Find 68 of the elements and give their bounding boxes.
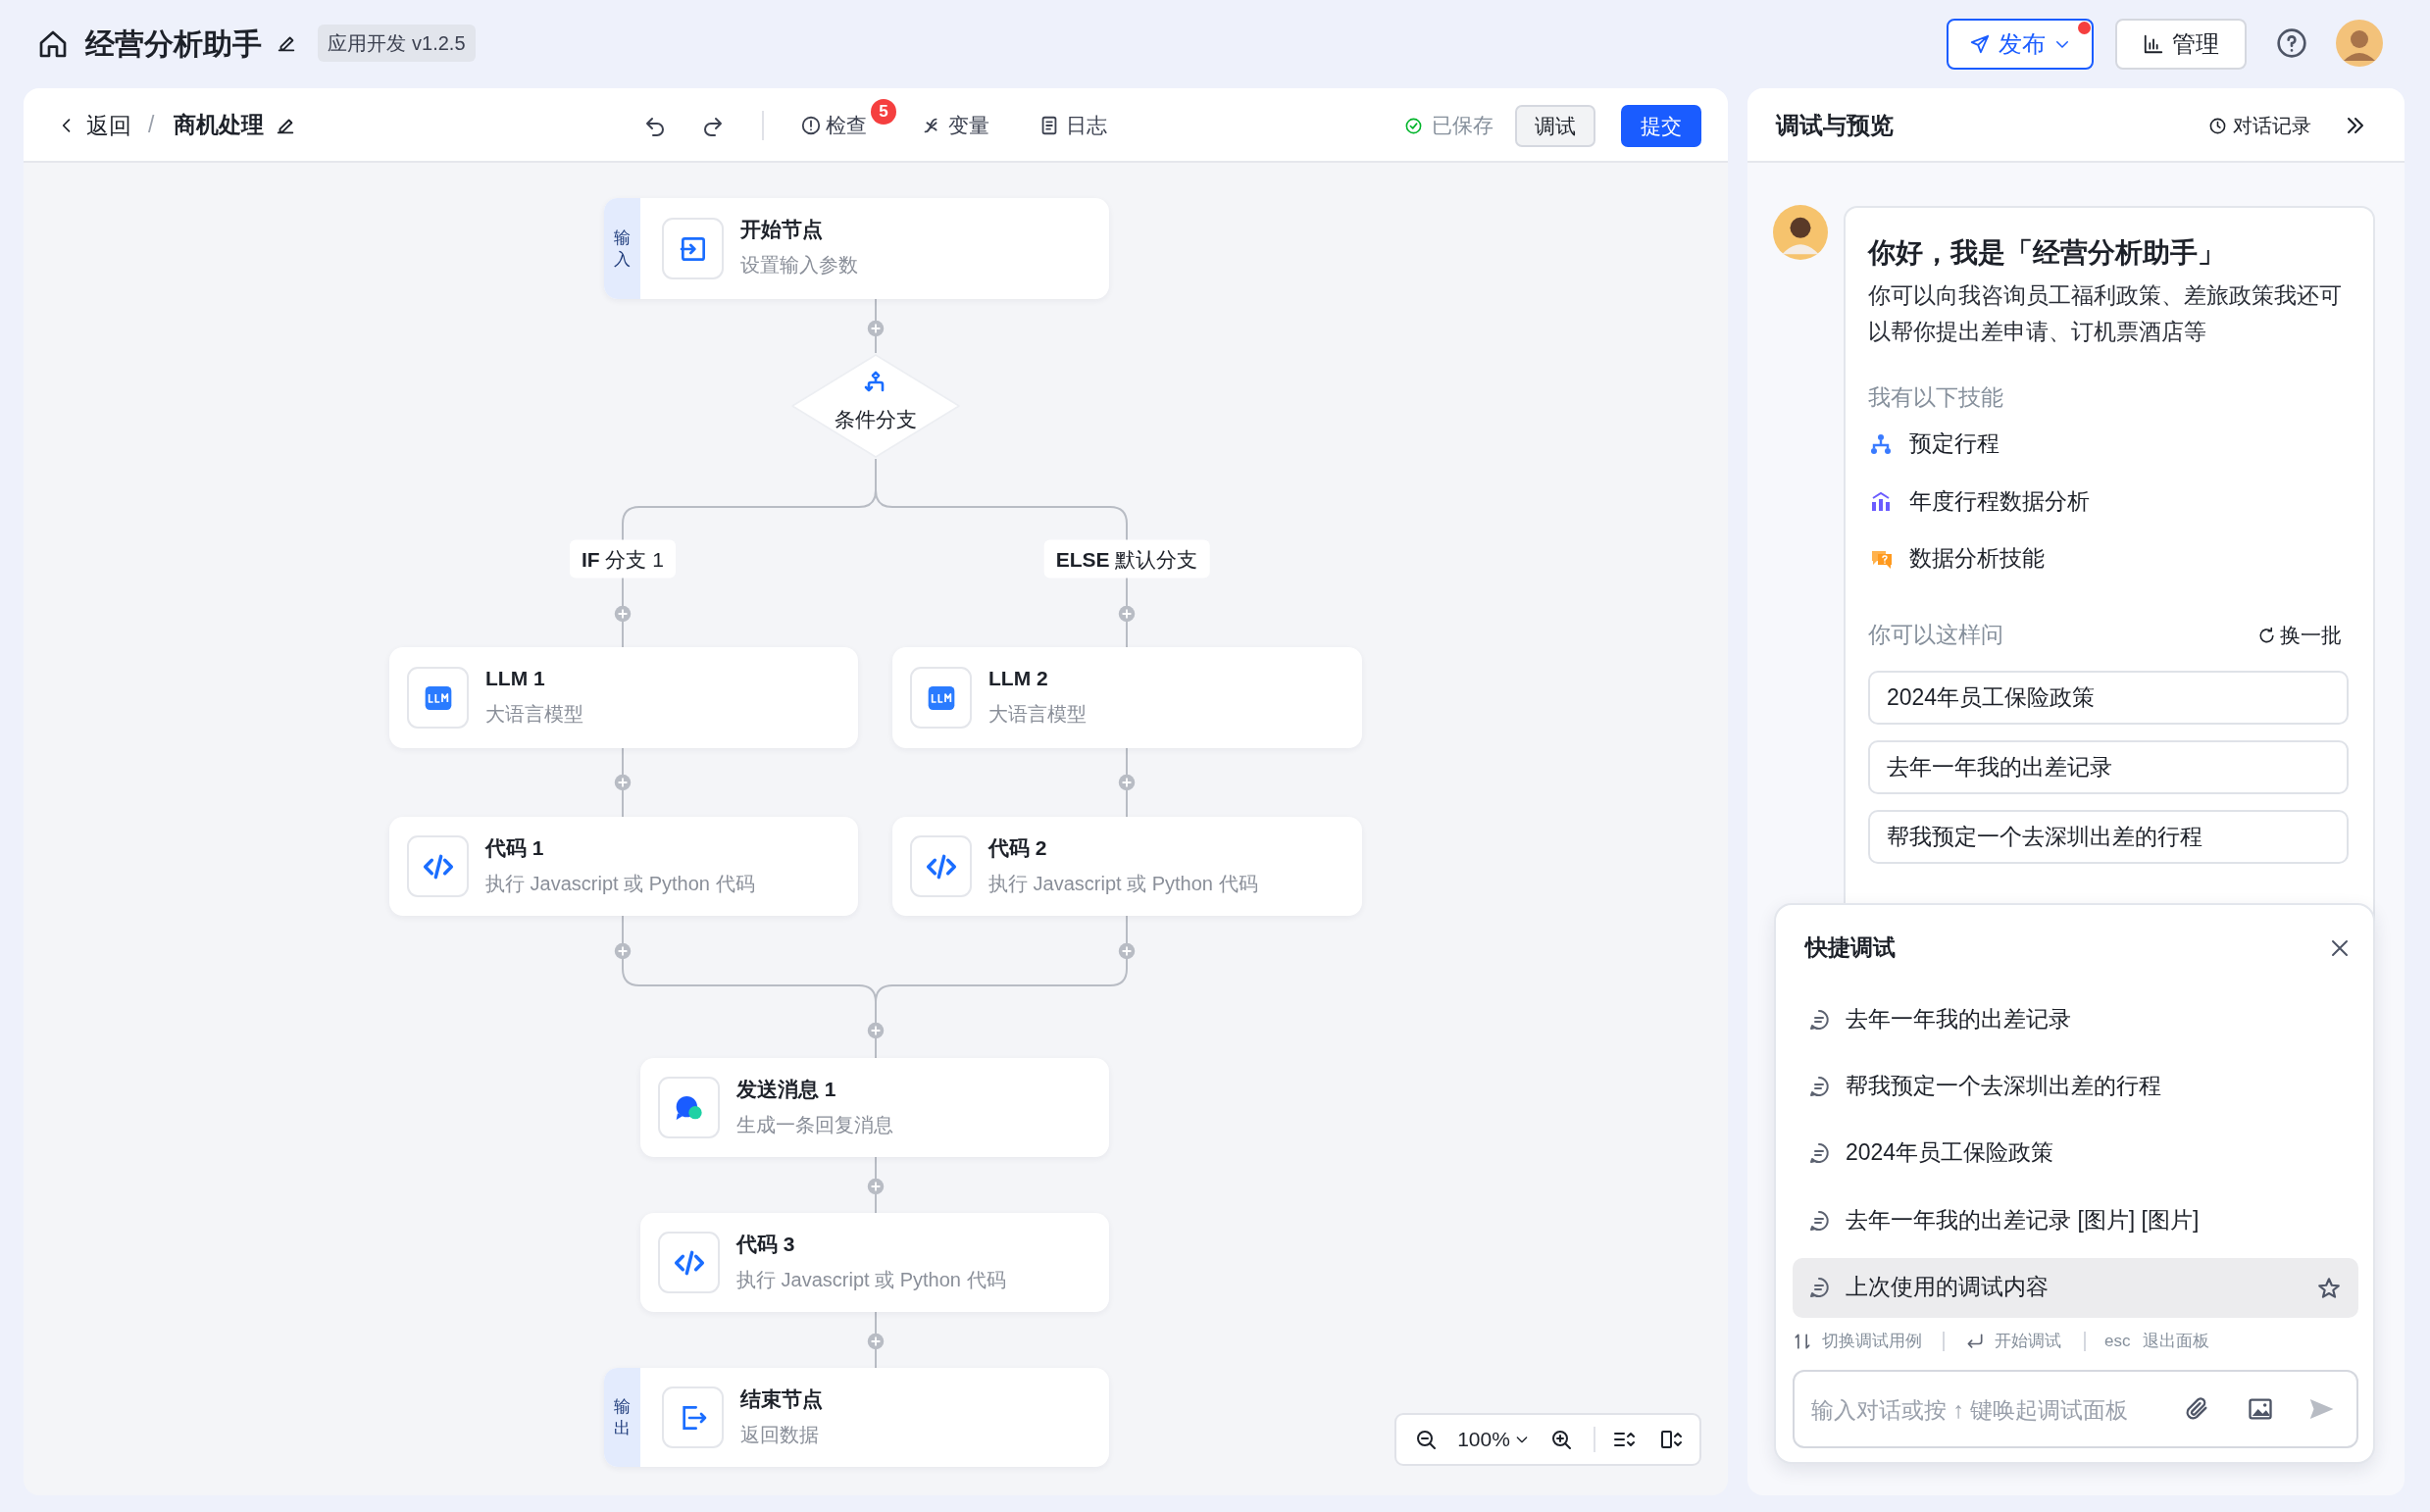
workflow-node-card bbox=[892, 817, 1362, 916]
skill-item: 年度行程数据分析 bbox=[1909, 487, 2090, 517]
debug-button: 调试 bbox=[1515, 105, 1595, 147]
node-title: 开始节点 bbox=[740, 217, 823, 242]
check-button: 检查 bbox=[798, 108, 869, 143]
node-title: 条件分支 bbox=[834, 407, 918, 432]
workflow-node-card bbox=[892, 647, 1362, 748]
history-button: 对话记录 bbox=[2202, 108, 2316, 143]
shortcut-hint: 切换调试用例 bbox=[1822, 1330, 1922, 1352]
branch-label: ELSE 默认分支 bbox=[1043, 539, 1210, 579]
node-title: 发送消息 1 bbox=[736, 1077, 836, 1102]
node-subtitle: 返回数据 bbox=[740, 1423, 819, 1447]
node-subtitle: 大语言模型 bbox=[988, 702, 1087, 727]
port-label: 输出 bbox=[613, 1395, 632, 1439]
quick-debug-item: 去年一年我的出差记录 bbox=[1846, 1005, 2071, 1034]
node-subtitle: 生成一条回复消息 bbox=[736, 1113, 893, 1137]
version-tag: 应用开发 v1.2.5 bbox=[318, 25, 476, 62]
node-subtitle: 大语言模型 bbox=[485, 702, 583, 727]
node-title: 代码 3 bbox=[736, 1232, 795, 1257]
log-button: 日志 bbox=[1034, 108, 1112, 143]
node-subtitle: 执行 Javascript 或 Python 代码 bbox=[736, 1268, 1006, 1292]
variable-button: 变量 bbox=[916, 108, 994, 143]
greeting-text: 你可以向我咨询员工福利政策、差旅政策我还可以帮你提出差申请、订机票酒店等 bbox=[1868, 281, 2343, 346]
back-button: 返回 bbox=[57, 106, 141, 145]
popup-title: 快捷调试 bbox=[1805, 933, 1896, 963]
node-title: LLM 2 bbox=[988, 666, 1048, 691]
quick-debug-item: 上次使用的调试内容 bbox=[1846, 1273, 2049, 1302]
shortcut-hint: 开始调试 bbox=[1995, 1330, 2061, 1352]
node-subtitle: 设置输入参数 bbox=[740, 253, 858, 277]
shortcut-hint: 退出面板 bbox=[2143, 1330, 2209, 1352]
chat-input-field: 输入对话或按 ↑ 键唤起调试面板 bbox=[1793, 1370, 2358, 1448]
workflow-node-card bbox=[640, 1213, 1109, 1312]
suggestion-button: 2024年员工保险政策 bbox=[1868, 671, 2349, 725]
breadcrumb-separator: / bbox=[148, 111, 155, 140]
workflow-node-card bbox=[640, 1058, 1109, 1157]
quick-debug-item: 2024年员工保险政策 bbox=[1846, 1138, 2054, 1168]
workflow-node-card bbox=[604, 1368, 1109, 1467]
greeting-heading: 你好，我是「经营分析助手」 bbox=[1868, 235, 2225, 270]
manage-button: 管理 bbox=[2115, 19, 2247, 70]
node-title: 代码 1 bbox=[485, 835, 544, 861]
suggestion-button: 去年一年我的出差记录 bbox=[1868, 740, 2349, 794]
save-status: 已保存 bbox=[1432, 113, 1493, 139]
node-title: 代码 2 bbox=[988, 835, 1047, 861]
submit-button: 提交 bbox=[1621, 105, 1701, 147]
app-title: 经营分析助手 bbox=[85, 25, 262, 62]
refresh-button: 换一批 bbox=[2252, 620, 2348, 651]
suggestion-button: 帮我预定一个去深圳出差的行程 bbox=[1868, 810, 2349, 864]
node-subtitle: 执行 Javascript 或 Python 代码 bbox=[485, 872, 755, 896]
panel-title: 调试与预览 bbox=[1776, 111, 1894, 141]
branch-label: IF 分支 1 bbox=[570, 539, 676, 579]
quick-debug-item: 去年一年我的出差记录 [图片] [图片] bbox=[1846, 1206, 2200, 1235]
node-subtitle: 执行 Javascript 或 Python 代码 bbox=[988, 872, 1258, 896]
zoom-level-dropdown: 100% bbox=[1451, 1423, 1536, 1456]
node-title: LLM 1 bbox=[485, 666, 545, 691]
skill-item: 数据分析技能 bbox=[1909, 544, 2045, 574]
workflow-node-card bbox=[389, 817, 858, 916]
quick-debug-item: 帮我预定一个去深圳出差的行程 bbox=[1846, 1072, 2161, 1101]
page-title: 商机处理 bbox=[174, 111, 264, 140]
skill-item: 预定行程 bbox=[1909, 429, 2000, 459]
section-heading: 你可以这样问 bbox=[1868, 621, 2003, 650]
section-heading: 我有以下技能 bbox=[1868, 383, 2003, 413]
condition-diamond bbox=[790, 353, 961, 459]
workflow-node-card bbox=[389, 647, 858, 748]
node-title: 结束节点 bbox=[740, 1386, 823, 1412]
port-label: 输入 bbox=[613, 227, 632, 271]
workflow-node-card bbox=[604, 198, 1109, 299]
publish-button: 发布 bbox=[1947, 19, 2094, 70]
key-hint: esc bbox=[2104, 1330, 2131, 1352]
